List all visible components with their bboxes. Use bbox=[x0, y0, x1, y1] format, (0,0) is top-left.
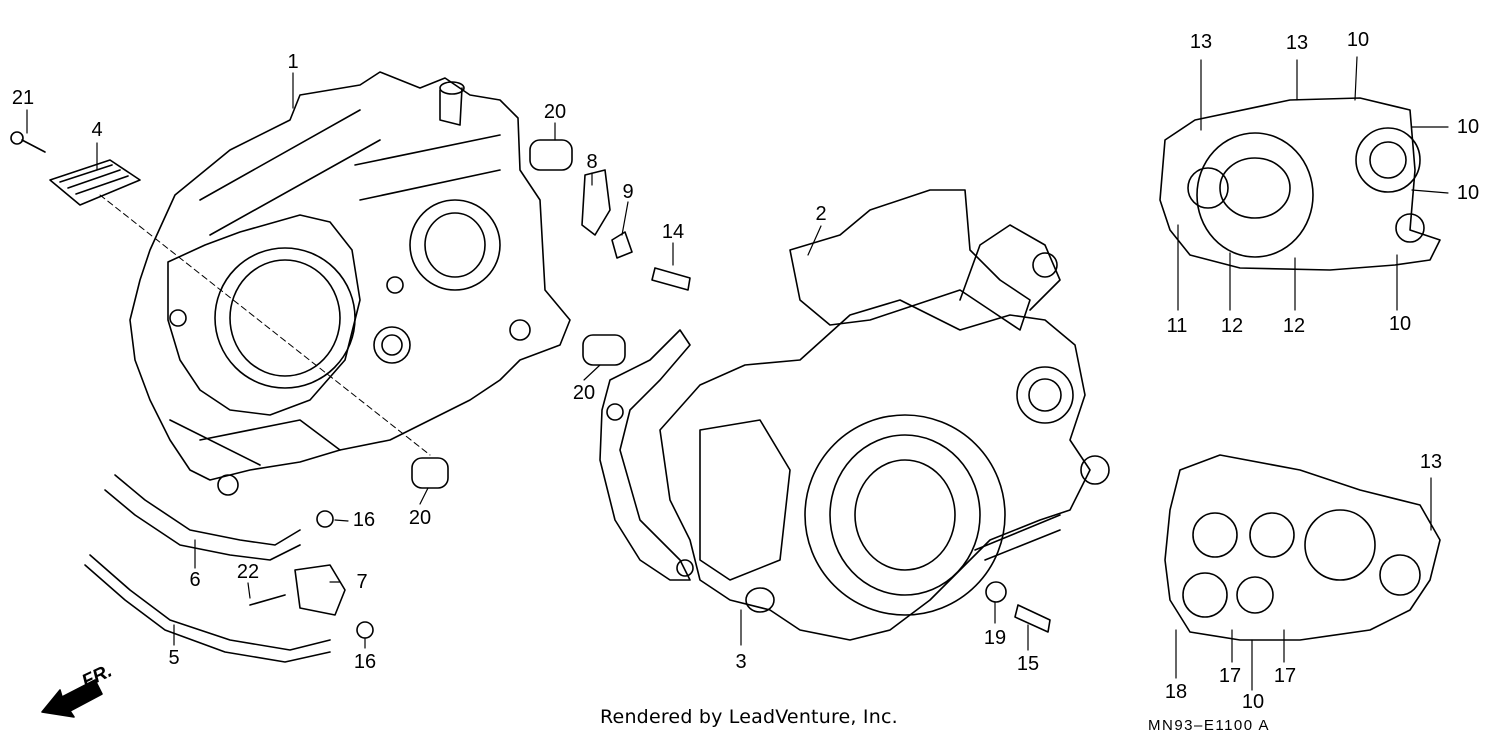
front-arrow-icon bbox=[41, 679, 103, 718]
callout-10-lower-cover: 10 bbox=[1241, 691, 1265, 713]
right-crankcase-half bbox=[659, 224, 1110, 641]
callout-17-right: 17 bbox=[1273, 665, 1297, 687]
crankcase-gasket bbox=[599, 189, 1031, 581]
callout-13-top-middle: 13 bbox=[1285, 32, 1309, 54]
bolt-21 bbox=[10, 131, 46, 153]
callout-13-top-left: 13 bbox=[1189, 31, 1213, 53]
callout-10-right-upper: 10 bbox=[1456, 116, 1480, 138]
callout-20-top: 20 bbox=[543, 101, 567, 123]
callout-12-left: 12 bbox=[1220, 315, 1244, 337]
callout-2: 2 bbox=[815, 203, 827, 225]
callout-10-bottom-right: 10 bbox=[1388, 313, 1412, 335]
callout-17-left: 17 bbox=[1218, 665, 1242, 687]
callout-20-bottom: 20 bbox=[408, 507, 432, 529]
callout-1: 1 bbox=[287, 51, 299, 73]
diagram-code: MN93–E1100 A bbox=[1148, 717, 1270, 734]
callout-10-right-lower: 10 bbox=[1456, 182, 1480, 204]
callout-21: 21 bbox=[11, 87, 35, 109]
left-side-cover-lower bbox=[1164, 454, 1441, 641]
callout-16-lower: 16 bbox=[353, 651, 377, 673]
callout-19: 19 bbox=[983, 627, 1007, 649]
callout-22: 22 bbox=[236, 561, 260, 583]
callout-3: 3 bbox=[735, 651, 747, 673]
callout-8: 8 bbox=[586, 151, 598, 173]
leader-lines bbox=[26, 56, 1449, 691]
callout-18: 18 bbox=[1164, 681, 1188, 703]
callout-9: 9 bbox=[622, 181, 634, 203]
callout-10-top: 10 bbox=[1346, 29, 1370, 51]
callout-12-right: 12 bbox=[1282, 315, 1306, 337]
callout-13-lower-cover: 13 bbox=[1419, 451, 1443, 473]
callout-15: 15 bbox=[1016, 653, 1040, 675]
callout-16-upper: 16 bbox=[352, 509, 376, 531]
callout-20-middle: 20 bbox=[572, 382, 596, 404]
render-credit: Rendered by LeadVenture, Inc. bbox=[600, 706, 898, 728]
right-side-cover-upper bbox=[1159, 97, 1441, 271]
oil-hoses bbox=[84, 474, 331, 663]
callout-11: 11 bbox=[1166, 315, 1188, 337]
small-hardware bbox=[581, 169, 691, 291]
callout-5: 5 bbox=[168, 647, 180, 669]
breather-element bbox=[49, 159, 141, 206]
callout-4: 4 bbox=[91, 119, 103, 141]
callout-14: 14 bbox=[661, 221, 685, 243]
dowel-collars bbox=[411, 139, 626, 489]
callout-7: 7 bbox=[356, 571, 368, 593]
callout-6: 6 bbox=[189, 569, 201, 591]
left-crankcase-half bbox=[99, 71, 571, 496]
